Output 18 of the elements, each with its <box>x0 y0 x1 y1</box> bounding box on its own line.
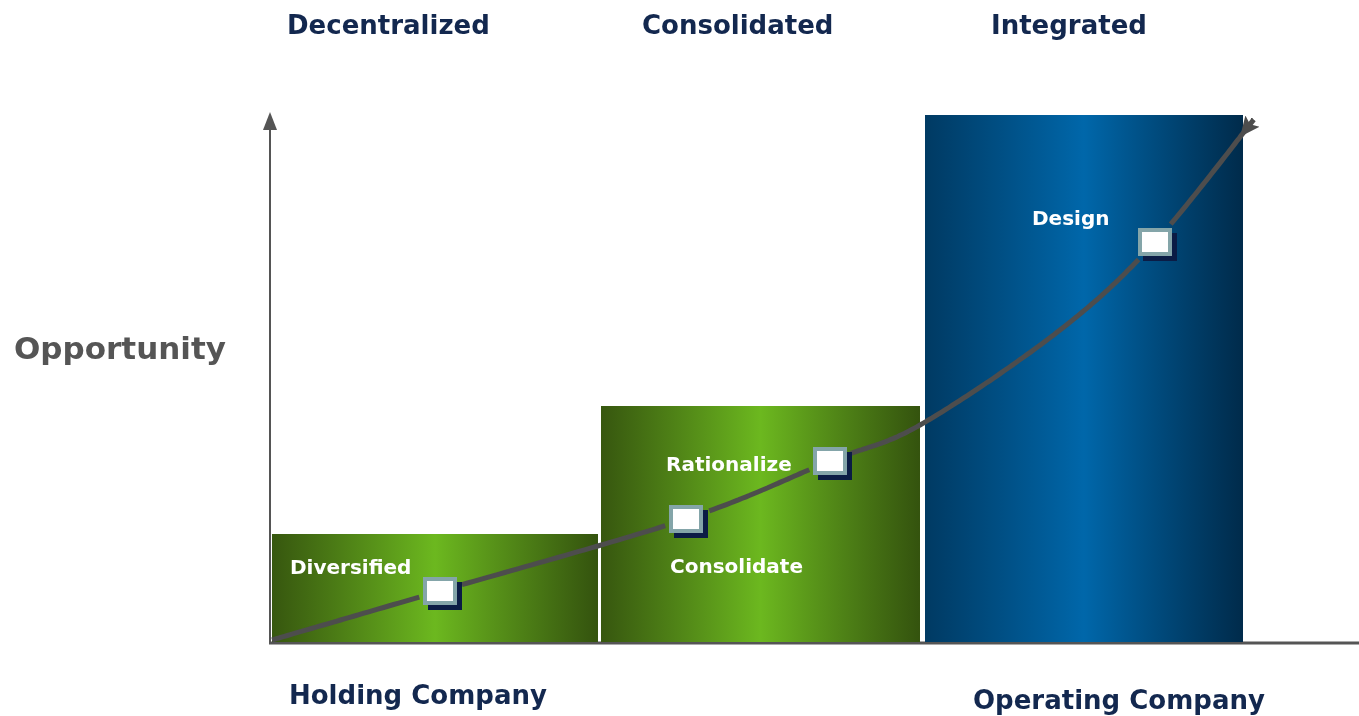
stage-heading: Decentralized <box>287 9 490 42</box>
stage-label: Rationalize <box>666 451 792 478</box>
growth-curve-arrow <box>1168 115 1260 226</box>
growth-curve-segment <box>849 257 1141 456</box>
growth-curve-segment <box>708 467 811 514</box>
company-type-label: Operating Company <box>973 684 1265 716</box>
stage-bar <box>272 534 598 642</box>
stage-label: Consolidate <box>670 553 803 580</box>
axis-label: Opportunity <box>14 329 226 368</box>
stage-heading: Integrated <box>991 9 1147 42</box>
stage-bar <box>925 115 1243 642</box>
growth-curve-segment <box>271 594 420 643</box>
growth-curve-segment <box>461 523 666 588</box>
company-type-label: Holding Company <box>289 679 547 712</box>
stage-label: Design <box>1032 205 1110 232</box>
stage-heading: Consolidated <box>642 9 834 42</box>
stage-bar <box>601 406 920 642</box>
stage-label: Diversified <box>290 554 412 581</box>
